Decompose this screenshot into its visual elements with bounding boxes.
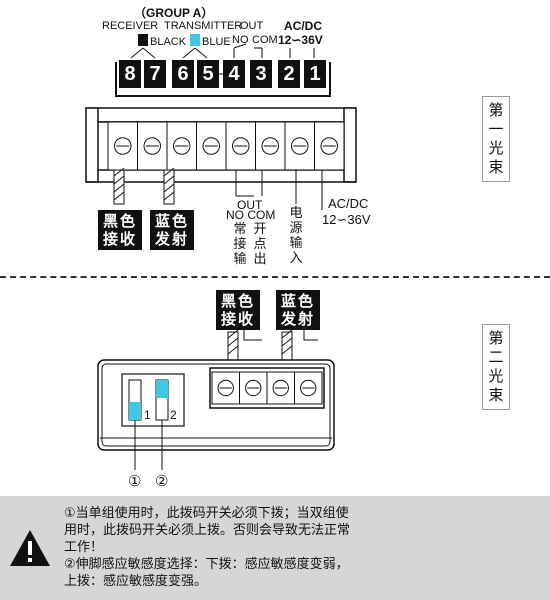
blue-emit-label: 蓝色 发射 (150, 210, 194, 250)
beam2-black-receive-line2: 接收 (220, 310, 255, 328)
terminal-cell (196, 121, 227, 171)
beam2-blue-emit-line2: 发射 (280, 310, 315, 328)
beam2-black-receive-line1: 黑色 (220, 292, 255, 310)
module-svg (97, 328, 335, 470)
out-vertical-text-1: 常接输 (233, 222, 247, 267)
warning-line-2: 用时，此拨码开关必须上拨。否则会导致无法正常 (64, 523, 351, 538)
no-label-top: NO (232, 34, 249, 46)
warning-line-5: 上拨：感应敏感度变强。 (64, 574, 208, 589)
circle-1-label: ① (128, 473, 142, 490)
warning-icon (10, 530, 50, 566)
terminal-number-8: 8 (119, 60, 141, 88)
circle-2-label: ② (155, 473, 169, 490)
black-receive-line2: 接收 (102, 230, 137, 248)
black-receive-label: 黑色 接收 (98, 210, 142, 250)
receiver-label: RECEIVER (102, 20, 159, 32)
beam2-blue-emit-label: 蓝色 发射 (276, 290, 320, 330)
out-label: OUT (237, 198, 263, 212)
warning-line-4: ②伸脚感应敏感度选择：下拨：感应敏感度变弱， (64, 557, 349, 572)
terminal-number-4: 4 (223, 60, 245, 88)
black-swatch (138, 34, 148, 46)
transmitter-label: TRANSMITTER (164, 20, 243, 32)
terminal-cell (239, 371, 268, 405)
terminal-number-6: 6 (172, 60, 194, 88)
warning-line-1: ①当单组使用时，此拨码开关必须下拨；当双组使 (64, 506, 349, 521)
beam2-side-label: 第二光束 (482, 324, 510, 410)
switch-2-label: 2 (170, 408, 177, 422)
blue-label: BLUE (202, 36, 231, 48)
voltage-label-top: 12∽36V (278, 33, 323, 47)
terminal-number-5: 5 (197, 60, 219, 88)
blue-swatch (190, 34, 200, 46)
terminal-cell (294, 371, 323, 405)
section-divider (0, 276, 550, 278)
terminal-number-1: 1 (304, 60, 326, 88)
terminal-cell (137, 121, 168, 171)
black-receive-line1: 黑色 (102, 212, 137, 230)
black-label: BLACK (150, 36, 187, 48)
warning-footer: ①当单组使用时，此拨码开关必须下拨；当双组使 用时，此拨码开关必须上拨。否则会导… (0, 496, 550, 600)
no-com-label: NO COM (226, 208, 276, 222)
switch-1-label: 1 (144, 408, 151, 422)
beam1-side-text: 第一光束 (488, 101, 504, 176)
terminal-block-svg (85, 43, 357, 210)
out-label-top: OUT (240, 20, 264, 32)
beam2-black-receive-label: 黑色 接收 (216, 290, 260, 330)
beam2-diagram: 黑色 接收 蓝色 发射 1 2 ① ② (0, 280, 550, 494)
beam2-blue-emit-line1: 蓝色 (280, 292, 315, 310)
blue-emit-line1: 蓝色 (154, 212, 189, 230)
group-label: （GROUP A） (134, 6, 214, 20)
acdc-label: AC/DC (328, 196, 369, 211)
power-input-text: 电源输入 (289, 206, 303, 266)
terminal-cell (314, 121, 345, 171)
blue-emit-line2: 发射 (154, 230, 189, 248)
terminal-number-7: 7 (144, 60, 166, 88)
terminal-number-2: 2 (278, 60, 300, 88)
com-label-top: COM (252, 34, 278, 46)
beam1-diagram: （GROUP A） RECEIVER TRANSMITTER OUT AC/DC… (0, 0, 550, 278)
voltage-label: 12∽36V (322, 212, 371, 227)
out-vertical-text-2: 开点出 (253, 222, 267, 267)
beam2-side-text: 第二光束 (488, 329, 504, 404)
warning-line-3: 工作！ (64, 540, 104, 555)
beam1-side-label: 第一光束 (482, 96, 510, 182)
acdc-label-top: AC/DC (284, 19, 322, 33)
terminal-number-3: 3 (250, 60, 272, 88)
